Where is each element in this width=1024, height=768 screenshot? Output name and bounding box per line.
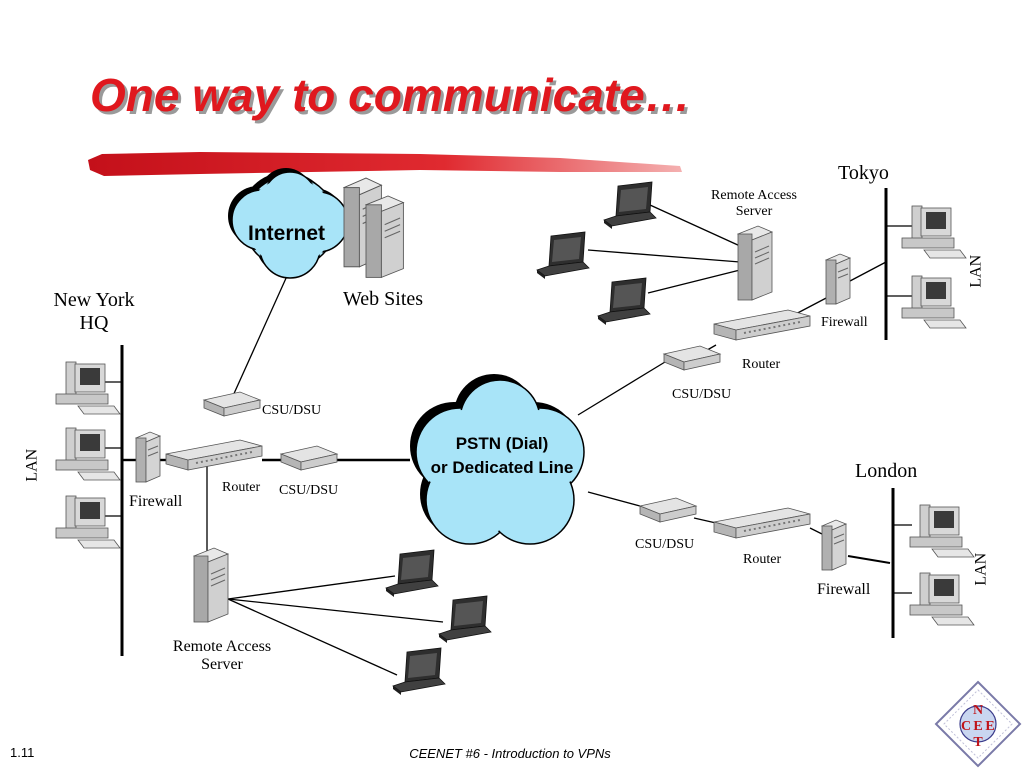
tokyo-site-label: Tokyo	[838, 162, 889, 184]
tokyo-workstation-2-icon	[901, 275, 967, 329]
london-workstation-2-icon	[909, 572, 975, 626]
svg-text:T: T	[973, 735, 983, 750]
tokyo-firewall-icon	[825, 253, 851, 305]
newyork-laptop-3-icon	[392, 647, 446, 696]
tokyo-router-icon	[713, 309, 811, 341]
london-csu-icon	[639, 497, 697, 523]
ceenet-logo-icon: N C E E T	[934, 680, 1022, 768]
london-workstation-1-icon	[909, 504, 975, 558]
title-underline-brush	[88, 152, 682, 176]
web-sites-label: Web Sites	[343, 288, 424, 310]
newyork-csu-lower-icon	[280, 445, 338, 471]
internet-cloud-label: Internet	[248, 222, 326, 245]
newyork-laptop-2-icon	[438, 595, 492, 644]
newyork-router-label: Router	[222, 480, 261, 495]
tokyo-ras-label: Remote Access Server	[696, 188, 812, 220]
london-firewall-label: Firewall	[817, 581, 871, 598]
tokyo-laptop-3-icon	[597, 277, 651, 326]
newyork-ras-label-line2: Server	[201, 656, 243, 674]
newyork-remote-access-server-icon	[193, 547, 229, 623]
newyork-workstation-3-icon	[55, 495, 121, 549]
london-router-label: Router	[743, 552, 782, 567]
newyork-site-label-line2: HQ	[79, 312, 109, 334]
tokyo-firewall-label: Firewall	[821, 315, 868, 330]
newyork-router-icon	[165, 439, 263, 471]
pstn-cloud-label-line1: PSTN (Dial)	[455, 434, 549, 453]
web-servers-icon	[343, 177, 404, 278]
tokyo-router-label: Router	[742, 357, 781, 372]
svg-text:E: E	[973, 719, 982, 734]
tokyo-laptop-2-icon	[536, 231, 590, 280]
newyork-firewall-label: Firewall	[129, 493, 183, 510]
tokyo-laptop-1-icon	[603, 181, 657, 230]
london-router-icon	[713, 507, 811, 539]
footer-course-title: CEENET #6 - Introduction to VPNs	[409, 746, 611, 761]
svg-text:E: E	[985, 719, 994, 734]
london-site-label: London	[855, 460, 918, 482]
slide-title: One way to communicate…	[90, 69, 691, 121]
newyork-csu-upper-icon	[203, 391, 261, 417]
newyork-ras-label-line1: Remote Access	[172, 638, 272, 655]
london-lan-label: LAN	[972, 552, 990, 586]
page-number: 1.11	[10, 745, 35, 760]
connection-lines	[104, 204, 912, 676]
newyork-laptop-1-icon	[385, 549, 439, 598]
newyork-workstation-2-icon	[55, 427, 121, 481]
pstn-cloud-label-line2: or Dedicated Line	[430, 457, 574, 477]
newyork-firewall-icon	[135, 431, 161, 483]
newyork-site-label-line1: New York	[53, 289, 135, 311]
tokyo-ras-label-line2: Server	[735, 204, 773, 220]
london-csu-label: CSU/DSU	[635, 537, 695, 552]
tokyo-lan-label: LAN	[967, 254, 985, 288]
pstn-cloud-label: PSTN (Dial) or Dedicated Line	[412, 432, 592, 480]
pstn-cloud	[410, 374, 585, 545]
tokyo-ras-label-line1: Remote Access	[711, 188, 797, 203]
svg-text:N: N	[973, 703, 983, 718]
newyork-lan-label: LAN	[23, 448, 41, 482]
newyork-csu-lower-label: CSU/DSU	[279, 483, 339, 498]
newyork-site-label: New York HQ	[40, 289, 148, 335]
tokyo-workstation-1-icon	[901, 205, 967, 259]
tokyo-csu-icon	[663, 345, 721, 371]
london-firewall-icon	[821, 519, 847, 571]
newyork-ras-label: Remote Access Server	[160, 638, 284, 675]
newyork-workstation-1-icon	[55, 361, 121, 415]
svg-text:C: C	[961, 719, 971, 734]
newyork-csu-upper-label: CSU/DSU	[262, 403, 322, 418]
internet-cloud	[228, 168, 349, 279]
tokyo-csu-label: CSU/DSU	[672, 387, 732, 402]
tokyo-remote-access-server-icon	[737, 225, 773, 301]
